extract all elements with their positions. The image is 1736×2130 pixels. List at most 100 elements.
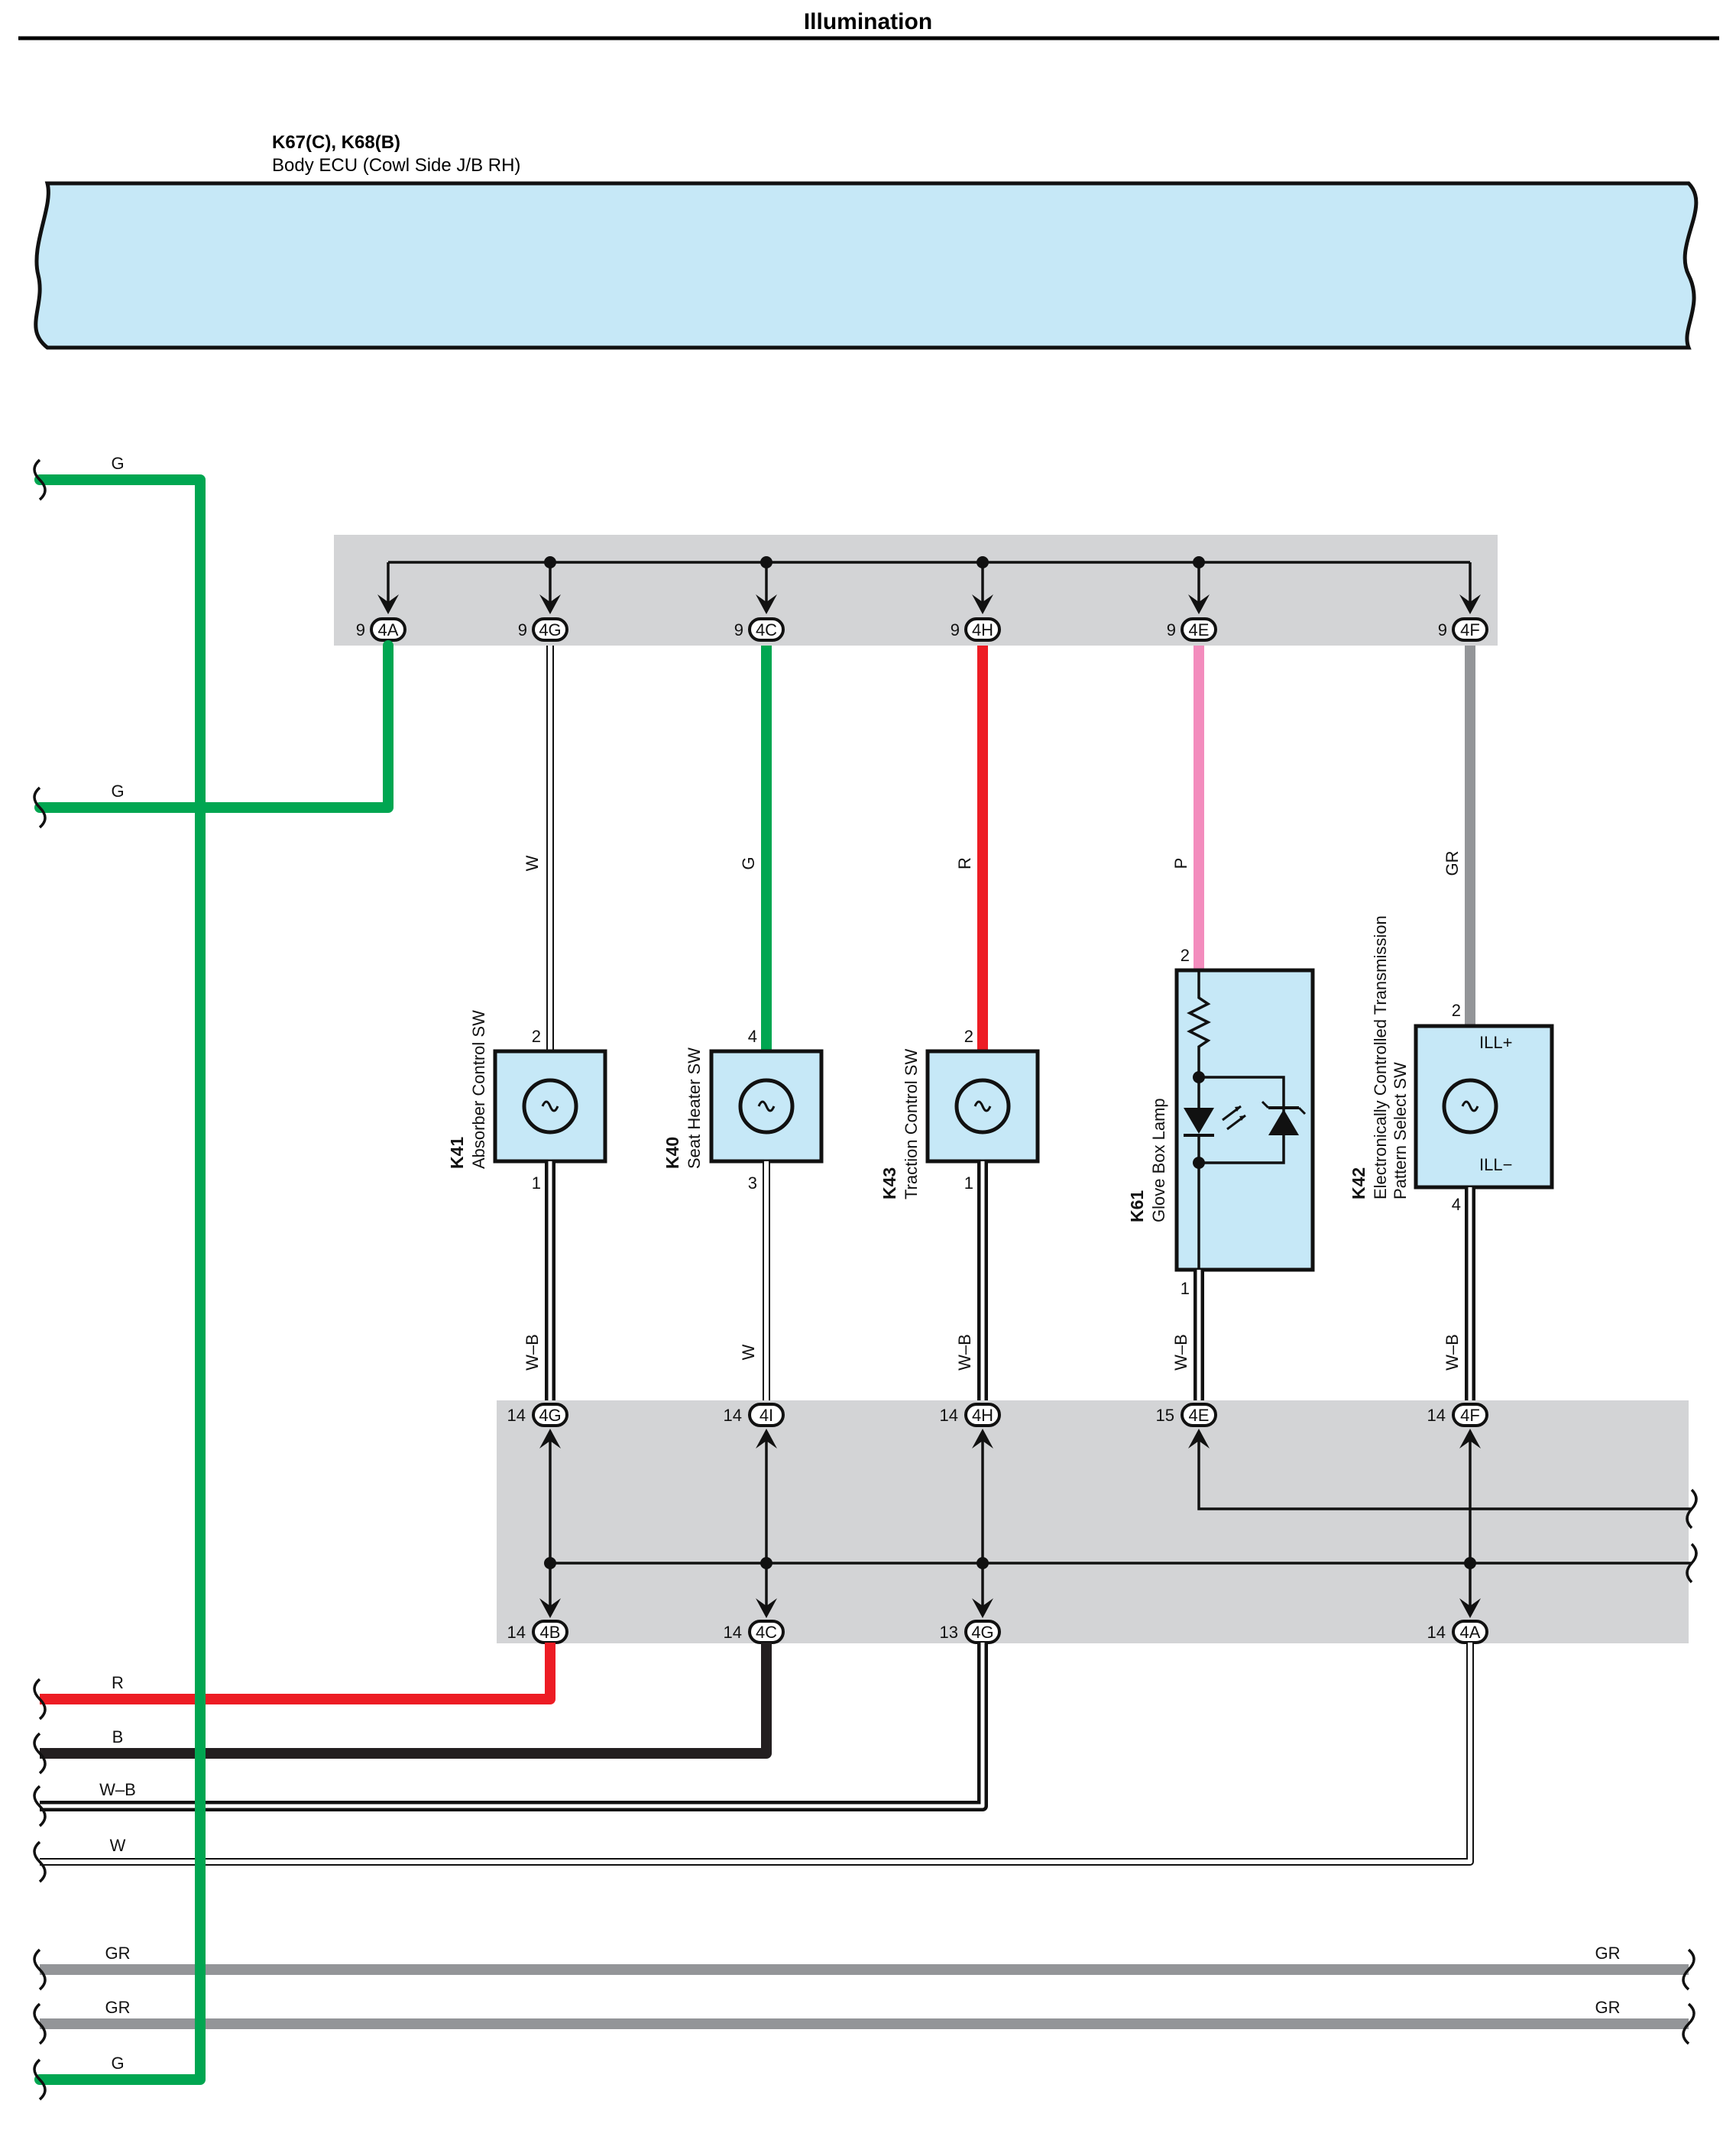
gr-wires [40,1964,1689,2029]
svg-text:4G: 4G [971,1623,993,1642]
svg-text:3: 3 [748,1173,757,1193]
svg-text:G: G [111,782,124,801]
top-junction-pins: 4A 9 4G 9 4C 9 4H 9 4E 9 4F 9 [356,617,1488,642]
bj-pin-4e: 4E 15 [1156,1403,1217,1427]
bottom-junction-up-arrows [539,1429,1481,1449]
upper-wire-labels: W G R P GR [523,851,1462,876]
bj-pin-4a: 4A 14 [1427,1620,1488,1644]
green-left-wires [34,474,394,2085]
component-k40: 4 3 K40 Seat Heater SW [662,1027,824,1193]
svg-text:4G: 4G [539,1406,561,1425]
bottom-junction-block [497,1400,1689,1643]
right-break-marks [1682,1948,1696,2045]
component-k41: 2 1 K41 Absorber Control SW [447,1010,607,1193]
svg-text:W–B: W–B [955,1334,974,1371]
svg-text:14: 14 [507,1406,526,1425]
svg-text:1: 1 [1181,1279,1190,1298]
svg-text:G: G [739,856,758,869]
svg-text:G: G [111,2054,124,2073]
bj-pin-4g: 4G 14 [507,1403,568,1427]
svg-text:14: 14 [507,1623,526,1642]
svg-text:K43: K43 [879,1167,899,1199]
svg-text:2: 2 [532,1027,541,1046]
svg-text:4G: 4G [539,620,561,639]
svg-text:4C: 4C [756,620,777,639]
bottom-junction-dots [544,1557,1476,1569]
bj-pin-4h: 4H 14 [940,1403,1001,1427]
svg-text:Traction Control SW: Traction Control SW [902,1049,921,1199]
svg-text:R: R [955,857,974,869]
svg-text:14: 14 [1427,1406,1446,1425]
right-wire-labels: GR GR [1595,1944,1621,2017]
svg-text:9: 9 [1167,620,1176,639]
bj-pin-4c: 4C 14 [724,1620,785,1644]
top-pin-4f: 4F 9 [1438,617,1488,642]
bj-pin-4f: 4F 14 [1427,1403,1488,1427]
svg-text:4: 4 [1452,1195,1461,1214]
svg-text:GR: GR [1443,851,1462,876]
svg-text:4A: 4A [378,620,399,639]
left-break-marks [33,458,47,2101]
svg-text:ILL−: ILL− [1479,1155,1512,1174]
svg-text:4I: 4I [760,1406,773,1425]
svg-text:13: 13 [940,1623,958,1642]
svg-text:GR: GR [1595,1944,1621,1963]
svg-text:W–B: W–B [523,1334,542,1371]
component-k43: 2 1 K43 Traction Control SW [879,1027,1040,1199]
top-pin-4a: 4A 9 [356,617,406,642]
bottom-junction-down-arrows [539,1598,1481,1618]
svg-text:4F: 4F [1460,1406,1480,1425]
top-pin-4c: 4C 9 [734,617,785,642]
svg-text:4: 4 [748,1027,757,1046]
svg-text:1: 1 [532,1173,541,1193]
svg-text:W: W [739,1344,758,1360]
left-wire-labels: G G R B W–B W GR GR G [99,454,136,2073]
svg-text:GR: GR [1595,1998,1621,2017]
top-bus-arrows [377,594,1481,614]
bj-pin-4i: 4I 14 [724,1403,785,1427]
svg-text:Seat Heater SW: Seat Heater SW [685,1047,704,1169]
ecu-box [34,181,1699,350]
svg-text:Glove Box Lamp: Glove Box Lamp [1149,1098,1168,1222]
svg-text:4E: 4E [1189,620,1210,639]
lower-wires [545,1161,1475,1400]
svg-text:4H: 4H [972,620,993,639]
svg-text:W–B: W–B [1443,1334,1462,1371]
svg-text:9: 9 [951,620,960,639]
svg-text:ILL+: ILL+ [1479,1033,1512,1052]
svg-text:K61: K61 [1127,1190,1147,1222]
page-title: Illumination [804,9,932,34]
lower-wire-labels: W–B W W–B W–B W–B [523,1334,1462,1371]
svg-text:4E: 4E [1189,1406,1210,1425]
svg-text:Absorber Control SW: Absorber Control SW [469,1010,488,1169]
svg-text:4C: 4C [756,1623,777,1642]
svg-text:14: 14 [1427,1623,1446,1642]
svg-text:W–B: W–B [99,1780,136,1799]
bottom-junction-upper-pins: 4G 14 4I 14 4H 14 4E 15 4F 14 [507,1403,1488,1427]
svg-text:2: 2 [1452,1001,1461,1020]
component-k61: 2 1 K61 Glove Box Lamp [1127,946,1315,1298]
svg-text:R: R [112,1673,124,1692]
svg-text:9: 9 [734,620,743,639]
svg-text:GR: GR [105,1998,131,2017]
bottom-junction-break-marks [1686,1488,1698,1584]
top-pin-4e: 4E 9 [1167,617,1217,642]
svg-text:K40: K40 [662,1137,682,1169]
svg-text:W: W [523,855,542,871]
svg-text:14: 14 [724,1623,742,1642]
upper-wires [546,646,1475,1051]
svg-text:2: 2 [1181,946,1190,965]
svg-text:P: P [1171,858,1190,869]
svg-text:GR: GR [105,1944,131,1963]
svg-text:G: G [111,454,124,473]
top-pin-4g: 4G 9 [518,617,568,642]
svg-text:14: 14 [940,1406,958,1425]
svg-text:K41: K41 [447,1137,467,1169]
svg-text:K42: K42 [1349,1167,1368,1199]
ecu-id: K67(C), K68(B) [272,132,400,153]
bj-pin-4g-lower: 4G 13 [940,1620,1001,1644]
svg-text:W: W [110,1836,126,1855]
ecu-name: Body ECU (Cowl Side J/B RH) [272,155,520,176]
bottom-left-wires [40,1643,1474,1866]
